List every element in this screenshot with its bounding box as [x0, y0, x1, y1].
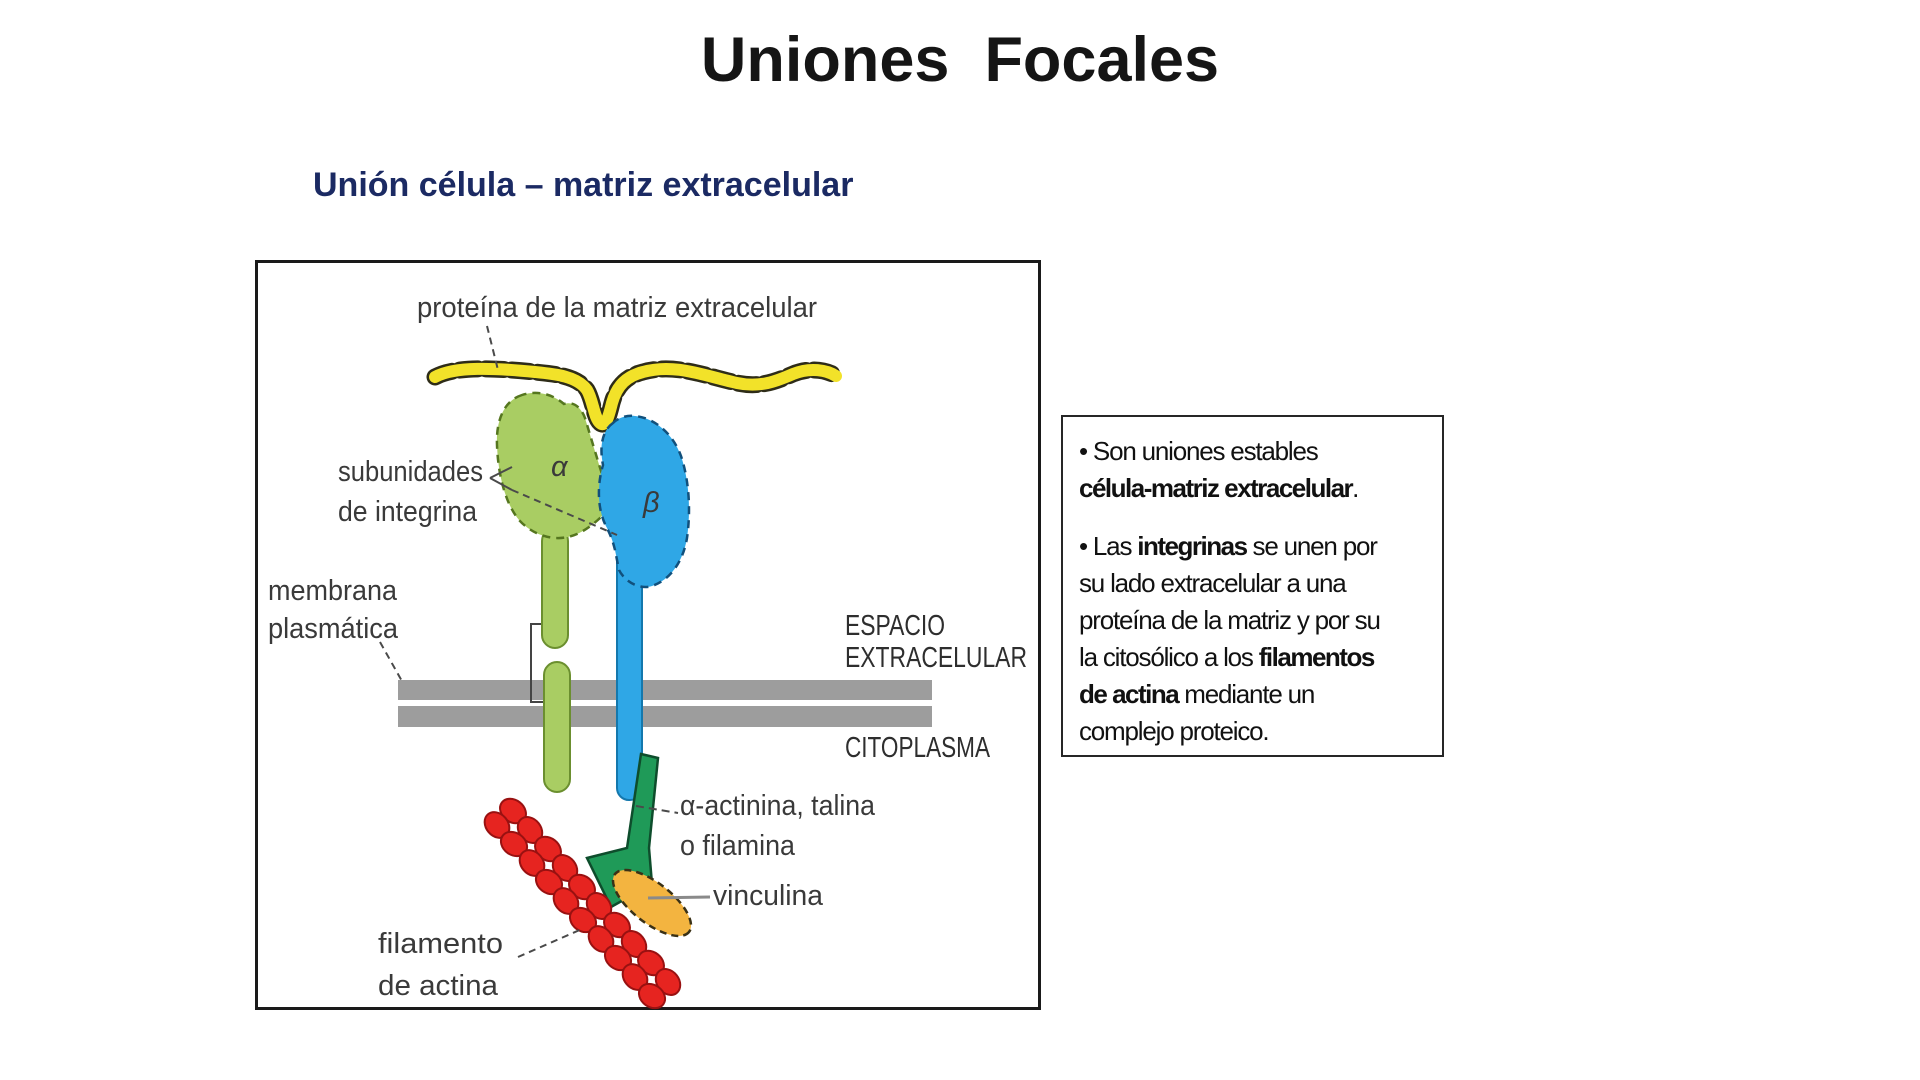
stalk-gap-bracket: [530, 623, 549, 703]
info-text-bold: integrinas: [1137, 531, 1248, 561]
label-actinin-line1: α-actinina, talina: [680, 790, 876, 822]
info-text-bold: célula-matriz extracelular: [1079, 473, 1354, 503]
info-text: la citosólico a los: [1079, 642, 1259, 672]
info-box: • Son uniones estables célula-matriz ext…: [1061, 415, 1444, 757]
info-text: se unen por: [1246, 531, 1378, 561]
label-membrane-line2: plasmática: [268, 613, 399, 645]
info-line: su lado extracelular a una: [1079, 565, 1434, 602]
info-text: mediante un: [1178, 679, 1315, 709]
info-text-bold: de actina: [1079, 679, 1180, 709]
info-line: la citosólico a los filamentos: [1079, 639, 1434, 676]
label-vinculin: vinculina: [713, 880, 824, 912]
info-text: su lado extracelular a una: [1079, 568, 1347, 598]
info-line: de actina mediante un: [1079, 676, 1434, 713]
info-text: .: [1352, 473, 1359, 503]
info-line: proteína de la matriz y por su: [1079, 602, 1434, 639]
vinculin-shape: [611, 868, 693, 938]
focal-adhesion-diagram: α β: [255, 260, 1041, 1010]
info-text-bold: filamentos: [1258, 642, 1376, 672]
info-line: • Las integrinas se unen por: [1079, 528, 1434, 565]
membrane-inner-leaflet: [398, 706, 932, 727]
label-cytoplasm: CITOPLASMA: [845, 732, 991, 764]
leader-lines: [379, 325, 711, 958]
matrix-protein-shape: [426, 360, 845, 433]
membrane-outer-leaflet: [398, 680, 932, 700]
info-line: célula-matriz extracelular.: [1079, 470, 1434, 507]
info-text: • Son uniones estables: [1079, 436, 1319, 466]
label-matrix-protein: proteína de la matriz extracelular: [417, 292, 817, 324]
info-line: • Son uniones estables: [1079, 433, 1434, 470]
label-extracellular-space-line2: EXTRACELULAR: [845, 642, 1027, 674]
label-actin-line1: filamento: [378, 928, 503, 960]
alpha-subunit-shape: α: [495, 391, 610, 793]
alpha-letter: α: [551, 451, 569, 483]
actin-filament-shape: [483, 797, 682, 1010]
beta-letter: β: [642, 487, 660, 519]
label-extracellular-space-line1: ESPACIO: [845, 610, 945, 642]
page-title: Uniones Focales: [700, 25, 1220, 95]
label-subunits-line2: de integrina: [338, 496, 478, 528]
info-paragraph-1: • Son uniones estables célula-matriz ext…: [1079, 433, 1434, 507]
label-actinin-line2: o filamina: [680, 830, 796, 862]
info-line: complejo proteico.: [1079, 713, 1434, 750]
info-text: • Las: [1079, 531, 1138, 561]
label-actin-line2: de actina: [378, 970, 499, 1002]
label-subunits-line1: subunidades: [338, 456, 483, 488]
info-paragraph-2: • Las integrinas se unen por su lado ext…: [1079, 528, 1434, 750]
info-text: proteína de la matriz y por su: [1079, 605, 1381, 635]
label-membrane-line1: membrana: [268, 575, 398, 607]
beta-subunit-shape: β: [597, 414, 691, 801]
info-text: complejo proteico.: [1079, 716, 1270, 746]
subtitle: Unión célula – matriz extracelular: [313, 166, 854, 204]
